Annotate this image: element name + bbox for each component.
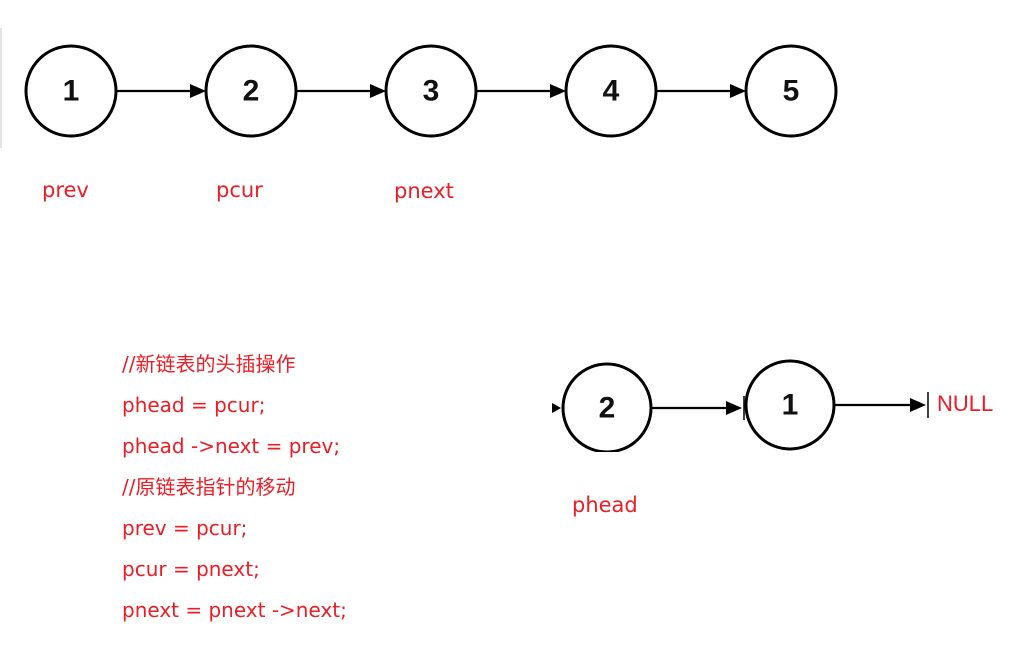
node-value: 2 xyxy=(243,75,260,108)
node-value: 1 xyxy=(782,389,799,422)
code-line: prev = pcur; xyxy=(122,516,248,540)
arrowhead-icon xyxy=(370,84,386,98)
pointer-label-prev: prev xyxy=(42,178,89,202)
list-node: 4 xyxy=(564,44,658,138)
pointer-label-phead: phead xyxy=(572,493,638,517)
new-list: 2 1 xyxy=(540,359,929,460)
arrowhead-icon xyxy=(550,84,566,98)
node-value: 1 xyxy=(63,75,80,108)
code-block: //新链表的头插操作 phead = pcur; phead ->next = … xyxy=(122,344,347,631)
list-node: 3 xyxy=(384,44,478,138)
list-node: 1 xyxy=(744,359,836,451)
arrowhead-icon xyxy=(726,401,742,415)
crop-mask xyxy=(540,452,670,460)
code-line: //原链表指针的移动 xyxy=(122,475,296,499)
incoming-arrowhead-icon xyxy=(552,403,561,413)
original-list: 1 2 3 4 5 xyxy=(24,44,838,138)
list-node: 1 xyxy=(24,44,118,138)
arrowhead-icon xyxy=(910,398,926,412)
arrowhead-icon xyxy=(730,84,746,98)
node-value: 4 xyxy=(603,75,620,108)
arrowhead-icon xyxy=(190,84,206,98)
code-line: //新链表的头插操作 xyxy=(122,352,296,376)
list-node: 5 xyxy=(744,44,838,138)
pointer-label-pcur: pcur xyxy=(216,178,263,202)
node-value: 5 xyxy=(783,75,800,108)
code-line: phead = pcur; xyxy=(122,393,266,417)
node-value: 3 xyxy=(423,75,440,108)
list-node: 2 xyxy=(561,362,653,454)
list-node: 2 xyxy=(204,44,298,138)
node-value: 2 xyxy=(599,392,616,425)
code-line: pnext = pnext ->next; xyxy=(122,598,347,622)
code-line: phead ->next = prev; xyxy=(122,434,341,458)
code-line: pcur = pnext; xyxy=(122,557,260,581)
null-label: NULL xyxy=(937,391,993,416)
pointer-label-pnext: pnext xyxy=(394,179,454,203)
